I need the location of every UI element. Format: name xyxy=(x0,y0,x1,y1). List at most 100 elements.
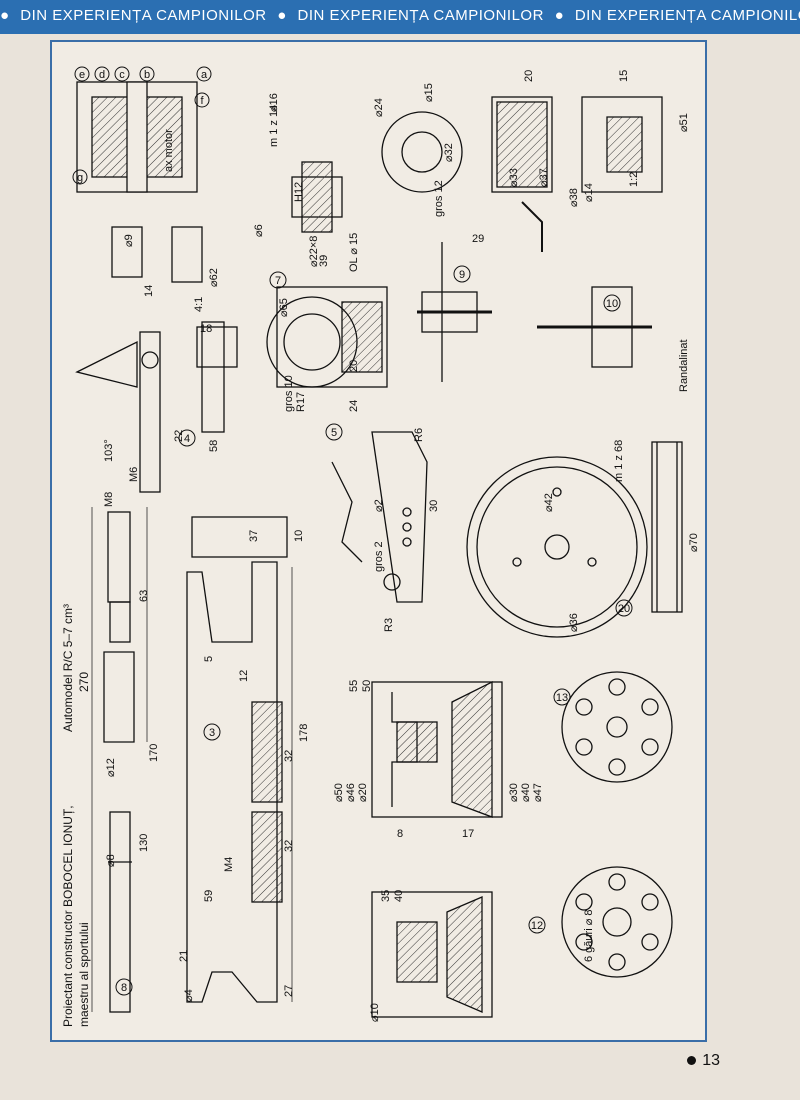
note-gros2: gros 2 xyxy=(373,541,385,572)
part-label-7: 7 xyxy=(269,271,287,289)
dim-170: 170 xyxy=(148,744,160,762)
note-ax-motor: ax motor xyxy=(163,129,175,172)
header-banner: ● DIN EXPERIENȚA CAMPIONILOR ● DIN EXPER… xyxy=(0,0,800,34)
dim-phi16: ⌀16 xyxy=(268,93,280,112)
dim-phi4: ⌀4 xyxy=(183,989,195,1002)
dim-178: 178 xyxy=(298,724,310,742)
svg-text:12: 12 xyxy=(531,920,543,932)
part-3-chassis xyxy=(186,561,293,1003)
svg-text:3: 3 xyxy=(209,727,215,739)
note-gros10: gros 10 xyxy=(283,375,295,412)
part-label-8: 8 xyxy=(115,978,133,996)
dim-phi65: ⌀65 xyxy=(278,298,290,317)
dim-r3: R3 xyxy=(383,618,395,632)
dim-63: 63 xyxy=(138,590,150,602)
dim-27: 27 xyxy=(283,985,295,997)
part-label-12: 12 xyxy=(528,916,546,934)
dim-15: 15 xyxy=(618,70,630,82)
svg-text:8: 8 xyxy=(121,982,127,994)
dim-phi36: ⌀36 xyxy=(568,613,580,632)
svg-text:b: b xyxy=(144,69,150,81)
dim-phi37: ⌀37 xyxy=(538,168,550,187)
dim-m4: M4 xyxy=(223,857,235,872)
dim-phi40: ⌀40 xyxy=(520,783,532,802)
dim-phi12: ⌀12 xyxy=(105,758,117,777)
part-7-hub xyxy=(266,286,388,388)
dim-phi9: ⌀9 xyxy=(123,234,135,247)
dim-39: 39 xyxy=(318,255,330,267)
page-footer: 13 xyxy=(687,1052,720,1070)
dim-10: 10 xyxy=(293,530,305,542)
dim-40: 40 xyxy=(393,890,405,902)
part-label-g: g xyxy=(72,169,88,185)
svg-text:4: 4 xyxy=(184,433,190,445)
dim-r17: R17 xyxy=(295,392,307,412)
svg-text:e: e xyxy=(79,69,85,81)
dim-37: 37 xyxy=(248,530,260,542)
svg-text:20: 20 xyxy=(618,603,630,615)
drawing-frame: Proiectant constructor BOBOCEL IONUȚ, ma… xyxy=(50,40,707,1042)
model-length: 270 xyxy=(77,672,91,692)
svg-text:5: 5 xyxy=(331,427,337,439)
note-gros12: gros 12 xyxy=(433,180,445,217)
technical-drawing: Proiectant constructor BOBOCEL IONUȚ, ma… xyxy=(61,66,700,1027)
dim-17: 17 xyxy=(462,828,474,840)
note-scale12: 1:2 xyxy=(628,172,640,187)
dim-55: 55 xyxy=(348,680,360,692)
part-label-20: 20 xyxy=(615,599,633,617)
part-label-9: 9 xyxy=(453,265,471,283)
part-label-13: 13 xyxy=(553,688,571,706)
svg-text:9: 9 xyxy=(459,269,465,281)
page-number: 13 xyxy=(702,1052,720,1069)
part-spacer-block xyxy=(191,516,288,558)
dim-phi20: ⌀20 xyxy=(357,783,369,802)
note-randalinat: Randalinat xyxy=(678,339,690,392)
part-10-flange xyxy=(537,286,652,368)
part-label-f: f xyxy=(194,92,210,108)
dim-phi38: ⌀38 xyxy=(568,188,580,207)
dim-20b: 20 xyxy=(523,70,535,82)
svg-text:g: g xyxy=(77,172,83,184)
dim-32a: 32 xyxy=(283,750,295,762)
dim-phi30: ⌀30 xyxy=(508,783,520,802)
part-20-gear xyxy=(466,441,683,638)
dim-phi46: ⌀46 xyxy=(345,783,357,802)
dim-r6: R6 xyxy=(413,428,425,442)
dim-18: 18 xyxy=(200,323,212,335)
part-label-3: 3 xyxy=(203,723,221,741)
dim-angle: 103° xyxy=(103,439,115,462)
part-label-a: a xyxy=(196,66,212,82)
dim-phi70: ⌀70 xyxy=(688,533,700,552)
dim-phi14: ⌀14 xyxy=(583,183,595,202)
dim-phi8: ⌀8 xyxy=(105,854,117,867)
part-label-10: 10 xyxy=(603,294,621,312)
dim-phi50: ⌀50 xyxy=(333,783,345,802)
part-13-wheel xyxy=(371,671,673,818)
part-label-e: e xyxy=(74,66,90,82)
dim-12: 12 xyxy=(238,670,250,682)
dim-14: 14 xyxy=(143,285,155,297)
banner-text: DIN EXPERIENȚA CAMPIONILOR xyxy=(574,7,800,24)
part-9-flange xyxy=(417,242,492,382)
dim-phi24: ⌀24 xyxy=(373,98,385,117)
footer-bullet xyxy=(687,1056,697,1066)
part-5-tie-rod xyxy=(331,431,428,603)
part-8-axle xyxy=(91,507,148,1013)
dim-phi6: ⌀6 xyxy=(253,224,265,237)
dim-32b: 32 xyxy=(283,840,295,852)
part-12-wheel xyxy=(371,866,673,1018)
dim-phi42: ⌀42 xyxy=(543,493,555,512)
svg-text:d: d xyxy=(99,69,105,81)
svg-text:c: c xyxy=(119,69,125,81)
part-label-5: 5 xyxy=(325,423,343,441)
note-m1z14: m 1 z 14 xyxy=(268,105,280,147)
dim-phi33: ⌀33 xyxy=(508,168,520,187)
banner-dot: ● xyxy=(277,7,287,24)
credit-line-2: maestru al sportului xyxy=(77,922,91,1027)
credit-line-1: Proiectant constructor BOBOCEL IONUȚ, xyxy=(61,805,75,1027)
dim-58: 58 xyxy=(208,440,220,452)
note-ol: OL ⌀ 15 xyxy=(348,233,360,272)
six-holes-note: 6 găuri ⌀ 8 xyxy=(583,910,595,963)
part-label-c: c xyxy=(114,66,130,82)
banner-dot: ● xyxy=(554,7,565,24)
